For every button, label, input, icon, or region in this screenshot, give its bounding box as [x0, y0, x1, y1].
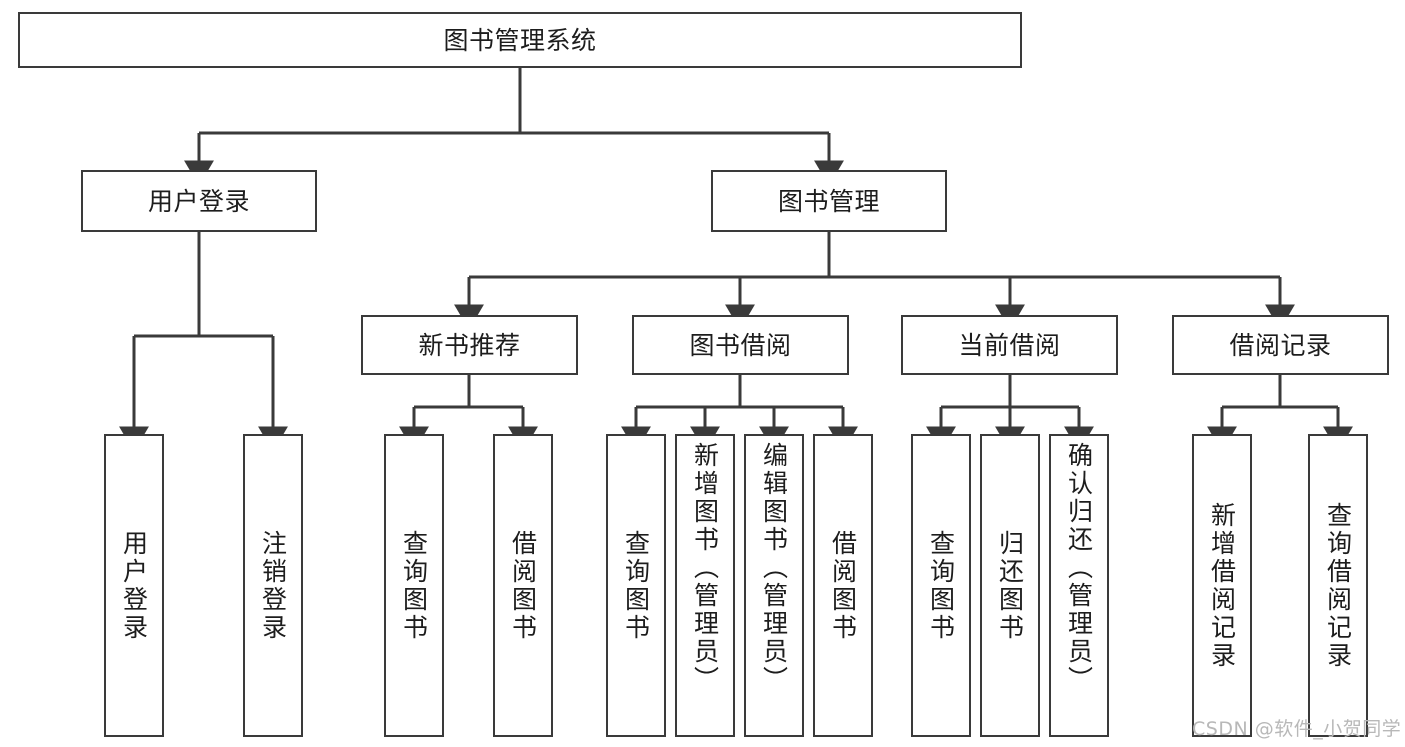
node-leaf-borrow-book-2[interactable]: 借阅图书 — [813, 434, 873, 737]
node-leaf-query-book-2-label: 查询图书 — [621, 529, 651, 642]
node-root[interactable]: 图书管理系统 — [18, 12, 1022, 68]
node-leaf-user-login-label: 用户登录 — [119, 529, 149, 642]
node-leaf-add-book[interactable]: 新增图书（管理员） — [675, 434, 735, 737]
node-leaf-confirm-return-label: 确认归还（管理员） — [1064, 442, 1094, 694]
node-new-book-rec[interactable]: 新书推荐 — [361, 315, 578, 375]
node-leaf-add-record[interactable]: 新增借阅记录 — [1192, 434, 1252, 737]
node-borrow-record[interactable]: 借阅记录 — [1172, 315, 1389, 375]
node-leaf-user-logout-label: 注销登录 — [258, 529, 288, 642]
node-book-manage[interactable]: 图书管理 — [711, 170, 947, 232]
node-leaf-edit-book-label: 编辑图书（管理员） — [759, 442, 789, 694]
node-leaf-return-book-label: 归还图书 — [995, 529, 1025, 642]
node-leaf-query-book-2[interactable]: 查询图书 — [606, 434, 666, 737]
node-root-label: 图书管理系统 — [443, 25, 597, 55]
node-leaf-query-record-label: 查询借阅记录 — [1323, 501, 1353, 670]
node-leaf-query-book-3-label: 查询图书 — [926, 529, 956, 642]
node-book-borrow[interactable]: 图书借阅 — [632, 315, 849, 375]
csdn-watermark: CSDN @软件_小贺同学 — [1192, 718, 1402, 740]
node-leaf-user-login[interactable]: 用户登录 — [104, 434, 164, 737]
node-current-borrow[interactable]: 当前借阅 — [901, 315, 1118, 375]
node-leaf-user-logout[interactable]: 注销登录 — [243, 434, 303, 737]
node-leaf-borrow-book-1[interactable]: 借阅图书 — [493, 434, 553, 737]
node-borrow-record-label: 借阅记录 — [1229, 330, 1332, 360]
node-leaf-query-record[interactable]: 查询借阅记录 — [1308, 434, 1368, 737]
node-leaf-borrow-book-1-label: 借阅图书 — [508, 529, 538, 642]
node-book-manage-label: 图书管理 — [777, 186, 880, 216]
node-leaf-add-record-label: 新增借阅记录 — [1207, 501, 1237, 670]
node-leaf-query-book-3[interactable]: 查询图书 — [911, 434, 971, 737]
node-user-login[interactable]: 用户登录 — [81, 170, 317, 232]
node-leaf-add-book-label: 新增图书（管理员） — [690, 442, 720, 694]
node-leaf-query-book-1-label: 查询图书 — [399, 529, 429, 642]
node-leaf-return-book[interactable]: 归还图书 — [980, 434, 1040, 737]
node-user-login-label: 用户登录 — [147, 186, 250, 216]
node-leaf-query-book-1[interactable]: 查询图书 — [384, 434, 444, 737]
node-book-borrow-label: 图书借阅 — [689, 330, 792, 360]
node-leaf-confirm-return[interactable]: 确认归还（管理员） — [1049, 434, 1109, 737]
node-leaf-borrow-book-2-label: 借阅图书 — [828, 529, 858, 642]
node-current-borrow-label: 当前借阅 — [958, 330, 1061, 360]
node-leaf-edit-book[interactable]: 编辑图书（管理员） — [744, 434, 804, 737]
node-new-book-rec-label: 新书推荐 — [418, 330, 521, 360]
